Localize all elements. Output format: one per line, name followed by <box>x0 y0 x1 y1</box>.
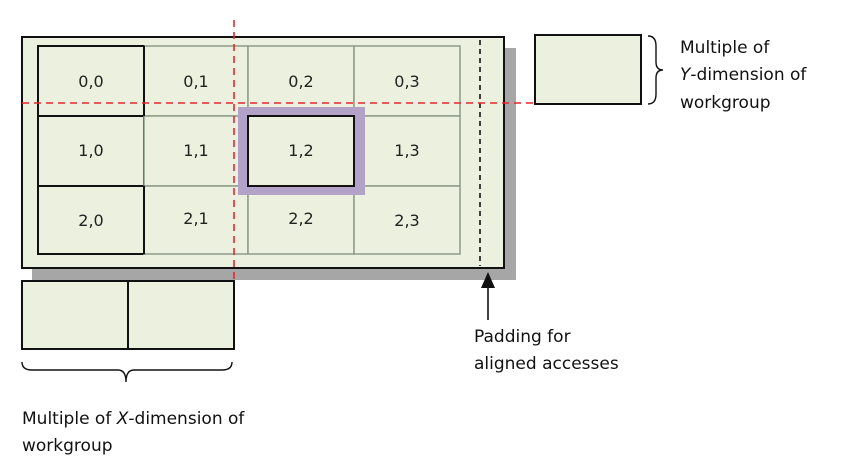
x-dimension-box <box>127 280 235 350</box>
grid-cell: 2,3 <box>353 185 461 255</box>
highlighted-cell-label: 1,2 <box>288 141 313 160</box>
grid-cell: 1,1 <box>143 115 249 187</box>
grid-cell: 0,1 <box>143 45 249 117</box>
x-dimension-box <box>21 280 129 350</box>
grid-cell: 2,0 <box>37 185 145 255</box>
cell-label: 2,1 <box>183 209 208 228</box>
cell-label: 2,2 <box>288 209 313 228</box>
cell-label: 0,3 <box>394 72 419 91</box>
padding-note-line2: aligned accesses <box>474 354 619 374</box>
grid-cell: 1,0 <box>37 115 145 187</box>
cell-label: 0,2 <box>288 72 313 91</box>
grid-cell: 0,0 <box>37 45 145 117</box>
grid-cell: 1,3 <box>353 115 461 187</box>
grid-cell: 0,2 <box>247 45 355 117</box>
cell-label: 2,3 <box>394 211 419 230</box>
cell-label: 0,0 <box>78 72 103 91</box>
y-dimension-note-line1: Multiple of <box>680 38 770 58</box>
cell-label: 2,0 <box>78 211 103 230</box>
grid-cell: 0,3 <box>353 45 461 117</box>
cell-label: 1,0 <box>78 141 103 160</box>
cell-label: 1,3 <box>394 141 419 160</box>
y-dimension-brace-icon <box>647 35 664 105</box>
grid-cell: 2,2 <box>247 185 355 255</box>
cell-label: 1,1 <box>183 141 208 160</box>
y-dimension-box <box>534 34 642 105</box>
padding-arrowhead-icon <box>481 272 495 288</box>
grid-cell: 2,1 <box>143 185 249 255</box>
y-dimension-note-line3: workgroup <box>680 93 771 113</box>
cell-label: 0,1 <box>183 72 208 91</box>
y-dimension-note-line2: Y-dimension of <box>680 65 807 85</box>
x-dimension-brace-icon <box>21 361 233 383</box>
x-dimension-note-line2: workgroup <box>22 436 113 456</box>
x-dimension-note-line1: Multiple of X-dimension of <box>22 409 245 429</box>
padding-note-line1: Padding for <box>474 327 571 347</box>
highlighted-cell: 1,2 <box>238 107 365 195</box>
